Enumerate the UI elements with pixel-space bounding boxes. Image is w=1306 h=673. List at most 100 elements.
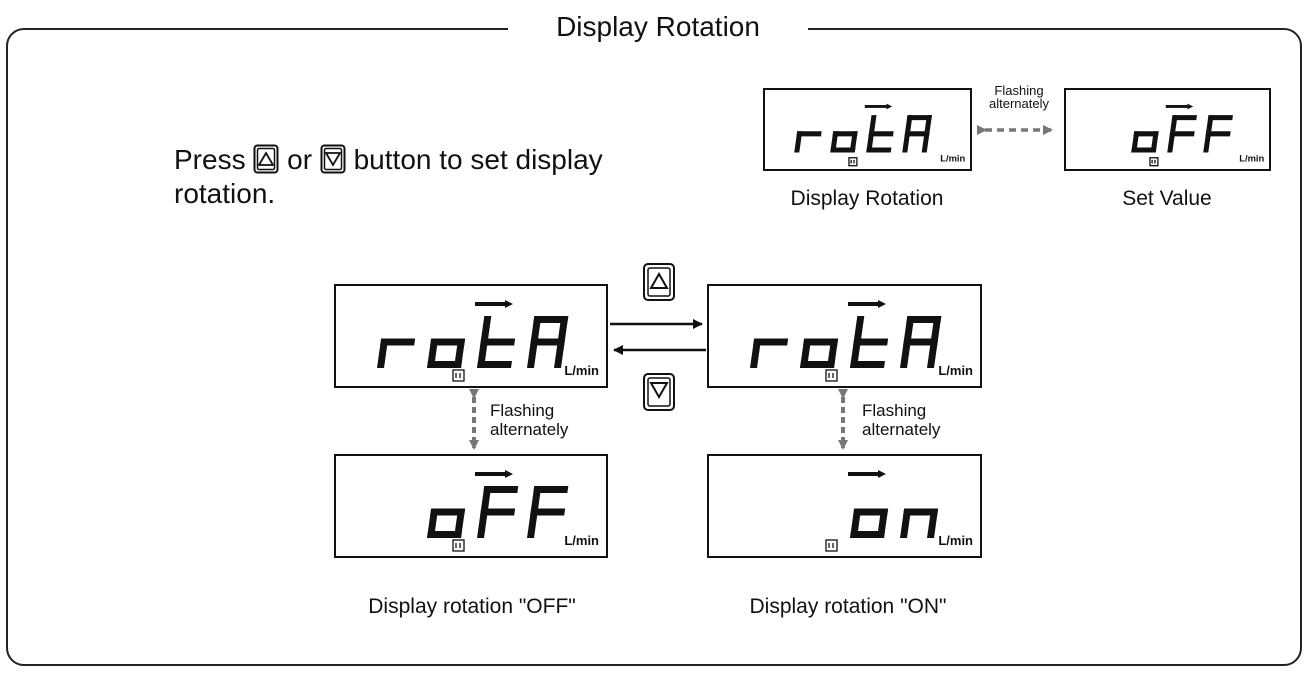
- lcd-segment: [527, 508, 539, 538]
- lcd-segment: [454, 338, 466, 368]
- lcd-segment: [868, 131, 894, 137]
- lcd-segment: [869, 115, 877, 132]
- rotation-bar-arrow-icon: [505, 300, 513, 308]
- rotation-bar-icon: [1165, 105, 1188, 108]
- rotation-bar-icon: [475, 472, 505, 476]
- lcd-segment: [477, 338, 489, 368]
- down-button-icon[interactable]: [643, 373, 675, 411]
- lcd-segment: [1131, 147, 1157, 153]
- lcd-segment: [900, 338, 912, 368]
- rotation-bar-icon: [848, 302, 878, 306]
- lcd-segment: [905, 115, 913, 132]
- lcd-segment: [1171, 115, 1197, 121]
- rotation-bar-icon: [848, 472, 878, 476]
- lcd-digit: [1203, 115, 1233, 153]
- down-button-icon: [320, 144, 346, 174]
- lcd-segment: [931, 316, 942, 339]
- lcd-segment: [430, 508, 466, 516]
- lcd-segment: [796, 131, 822, 137]
- lcd-segment: [903, 508, 939, 516]
- lcd-segment: [924, 115, 932, 132]
- lcd-segment: [1170, 115, 1178, 132]
- lcd-segment: [906, 316, 942, 323]
- rotation-bar-arrow-icon: [505, 470, 513, 478]
- rotation-bar-icon: [864, 105, 887, 108]
- lcd-segment: [481, 316, 492, 339]
- lcd-segment: [481, 486, 492, 509]
- lcd-digit: [527, 316, 569, 368]
- lcd-digit: [850, 316, 889, 368]
- diagram-title: Display Rotation: [508, 6, 808, 48]
- up-button-icon[interactable]: [643, 263, 675, 301]
- lcd-segment: [1206, 115, 1214, 132]
- lcd-segment: [904, 316, 915, 339]
- lcd-segment: [750, 338, 762, 368]
- lcd-digit: [900, 316, 942, 368]
- lcd-segment: [849, 131, 858, 153]
- lcd-unit-label: L/min: [938, 533, 973, 548]
- lcd-segment: [866, 131, 875, 153]
- lcd-digit: [1167, 115, 1197, 153]
- lcd-segment: [830, 131, 839, 153]
- rotation-indicator-icon: [452, 369, 465, 382]
- lcd-segment: [906, 115, 932, 121]
- label-rotation-off: Display rotation "OFF": [368, 595, 576, 618]
- lcd-unit-label: L/min: [938, 363, 973, 378]
- lcd-segment: [853, 508, 889, 516]
- instruction-or: or: [287, 144, 313, 175]
- lcd-segment: [800, 361, 835, 368]
- rotation-indicator-icon: [848, 157, 858, 167]
- lcd-digit: [477, 486, 519, 538]
- lcd-digit: [902, 115, 932, 153]
- lcd-small-value: L/min: [1064, 88, 1271, 171]
- lcd-unit-label: L/min: [1239, 152, 1264, 163]
- lcd-segment: [427, 508, 439, 538]
- lcd-digit: [849, 508, 889, 538]
- rotation-indicator-icon: [825, 369, 838, 382]
- lcd-segment: [477, 361, 512, 368]
- lcd-digit: [377, 338, 416, 368]
- lcd-segment: [827, 338, 839, 368]
- lcd-left-param: L/min: [334, 284, 608, 388]
- lcd-segment: [800, 338, 812, 368]
- rotation-indicator-icon: [1149, 157, 1159, 167]
- lcd-digit: [899, 508, 939, 538]
- lcd-segment: [926, 508, 939, 538]
- lcd-segment: [558, 316, 569, 339]
- lcd-segment: [480, 508, 516, 516]
- instruction-rest-1: button to set display: [353, 144, 603, 175]
- up-button-icon: [253, 144, 279, 174]
- lcd-unit-label: L/min: [564, 533, 599, 548]
- lcd-segment: [902, 131, 911, 153]
- rotation-bar-arrow-icon: [1187, 103, 1194, 110]
- lcd-segment: [903, 338, 939, 346]
- lcd-small-param: L/min: [763, 88, 972, 171]
- lcd-segment: [530, 338, 566, 346]
- rotation-indicator-icon: [825, 539, 838, 552]
- lcd-segment: [531, 316, 542, 339]
- lcd-digit: [1131, 131, 1159, 153]
- lcd-unit-label: L/min: [940, 152, 965, 163]
- rotation-indicator-icon: [452, 539, 465, 552]
- lcd-segment: [921, 131, 930, 153]
- lcd-segment: [850, 338, 862, 368]
- lcd-segment: [854, 316, 865, 339]
- lcd-segment: [377, 338, 389, 368]
- lcd-segment: [850, 531, 885, 538]
- lcd-digit: [527, 486, 569, 538]
- lcd-segment: [1207, 115, 1233, 121]
- lcd-segment: [1133, 131, 1159, 137]
- rotation-bar-arrow-icon: [878, 470, 886, 478]
- lcd-segment: [850, 361, 885, 368]
- flashing-label-right: Flashing alternately: [862, 401, 941, 439]
- lcd-segment: [866, 147, 892, 153]
- lcd-segment: [803, 338, 839, 346]
- lcd-segment: [1131, 131, 1140, 153]
- lcd-segment: [430, 338, 466, 346]
- lcd-segment: [480, 338, 516, 346]
- lcd-segment: [849, 508, 862, 538]
- lcd-segment: [899, 508, 912, 538]
- flashing-label-left: Flashing alternately: [490, 401, 569, 439]
- lcd-digit: [477, 316, 516, 368]
